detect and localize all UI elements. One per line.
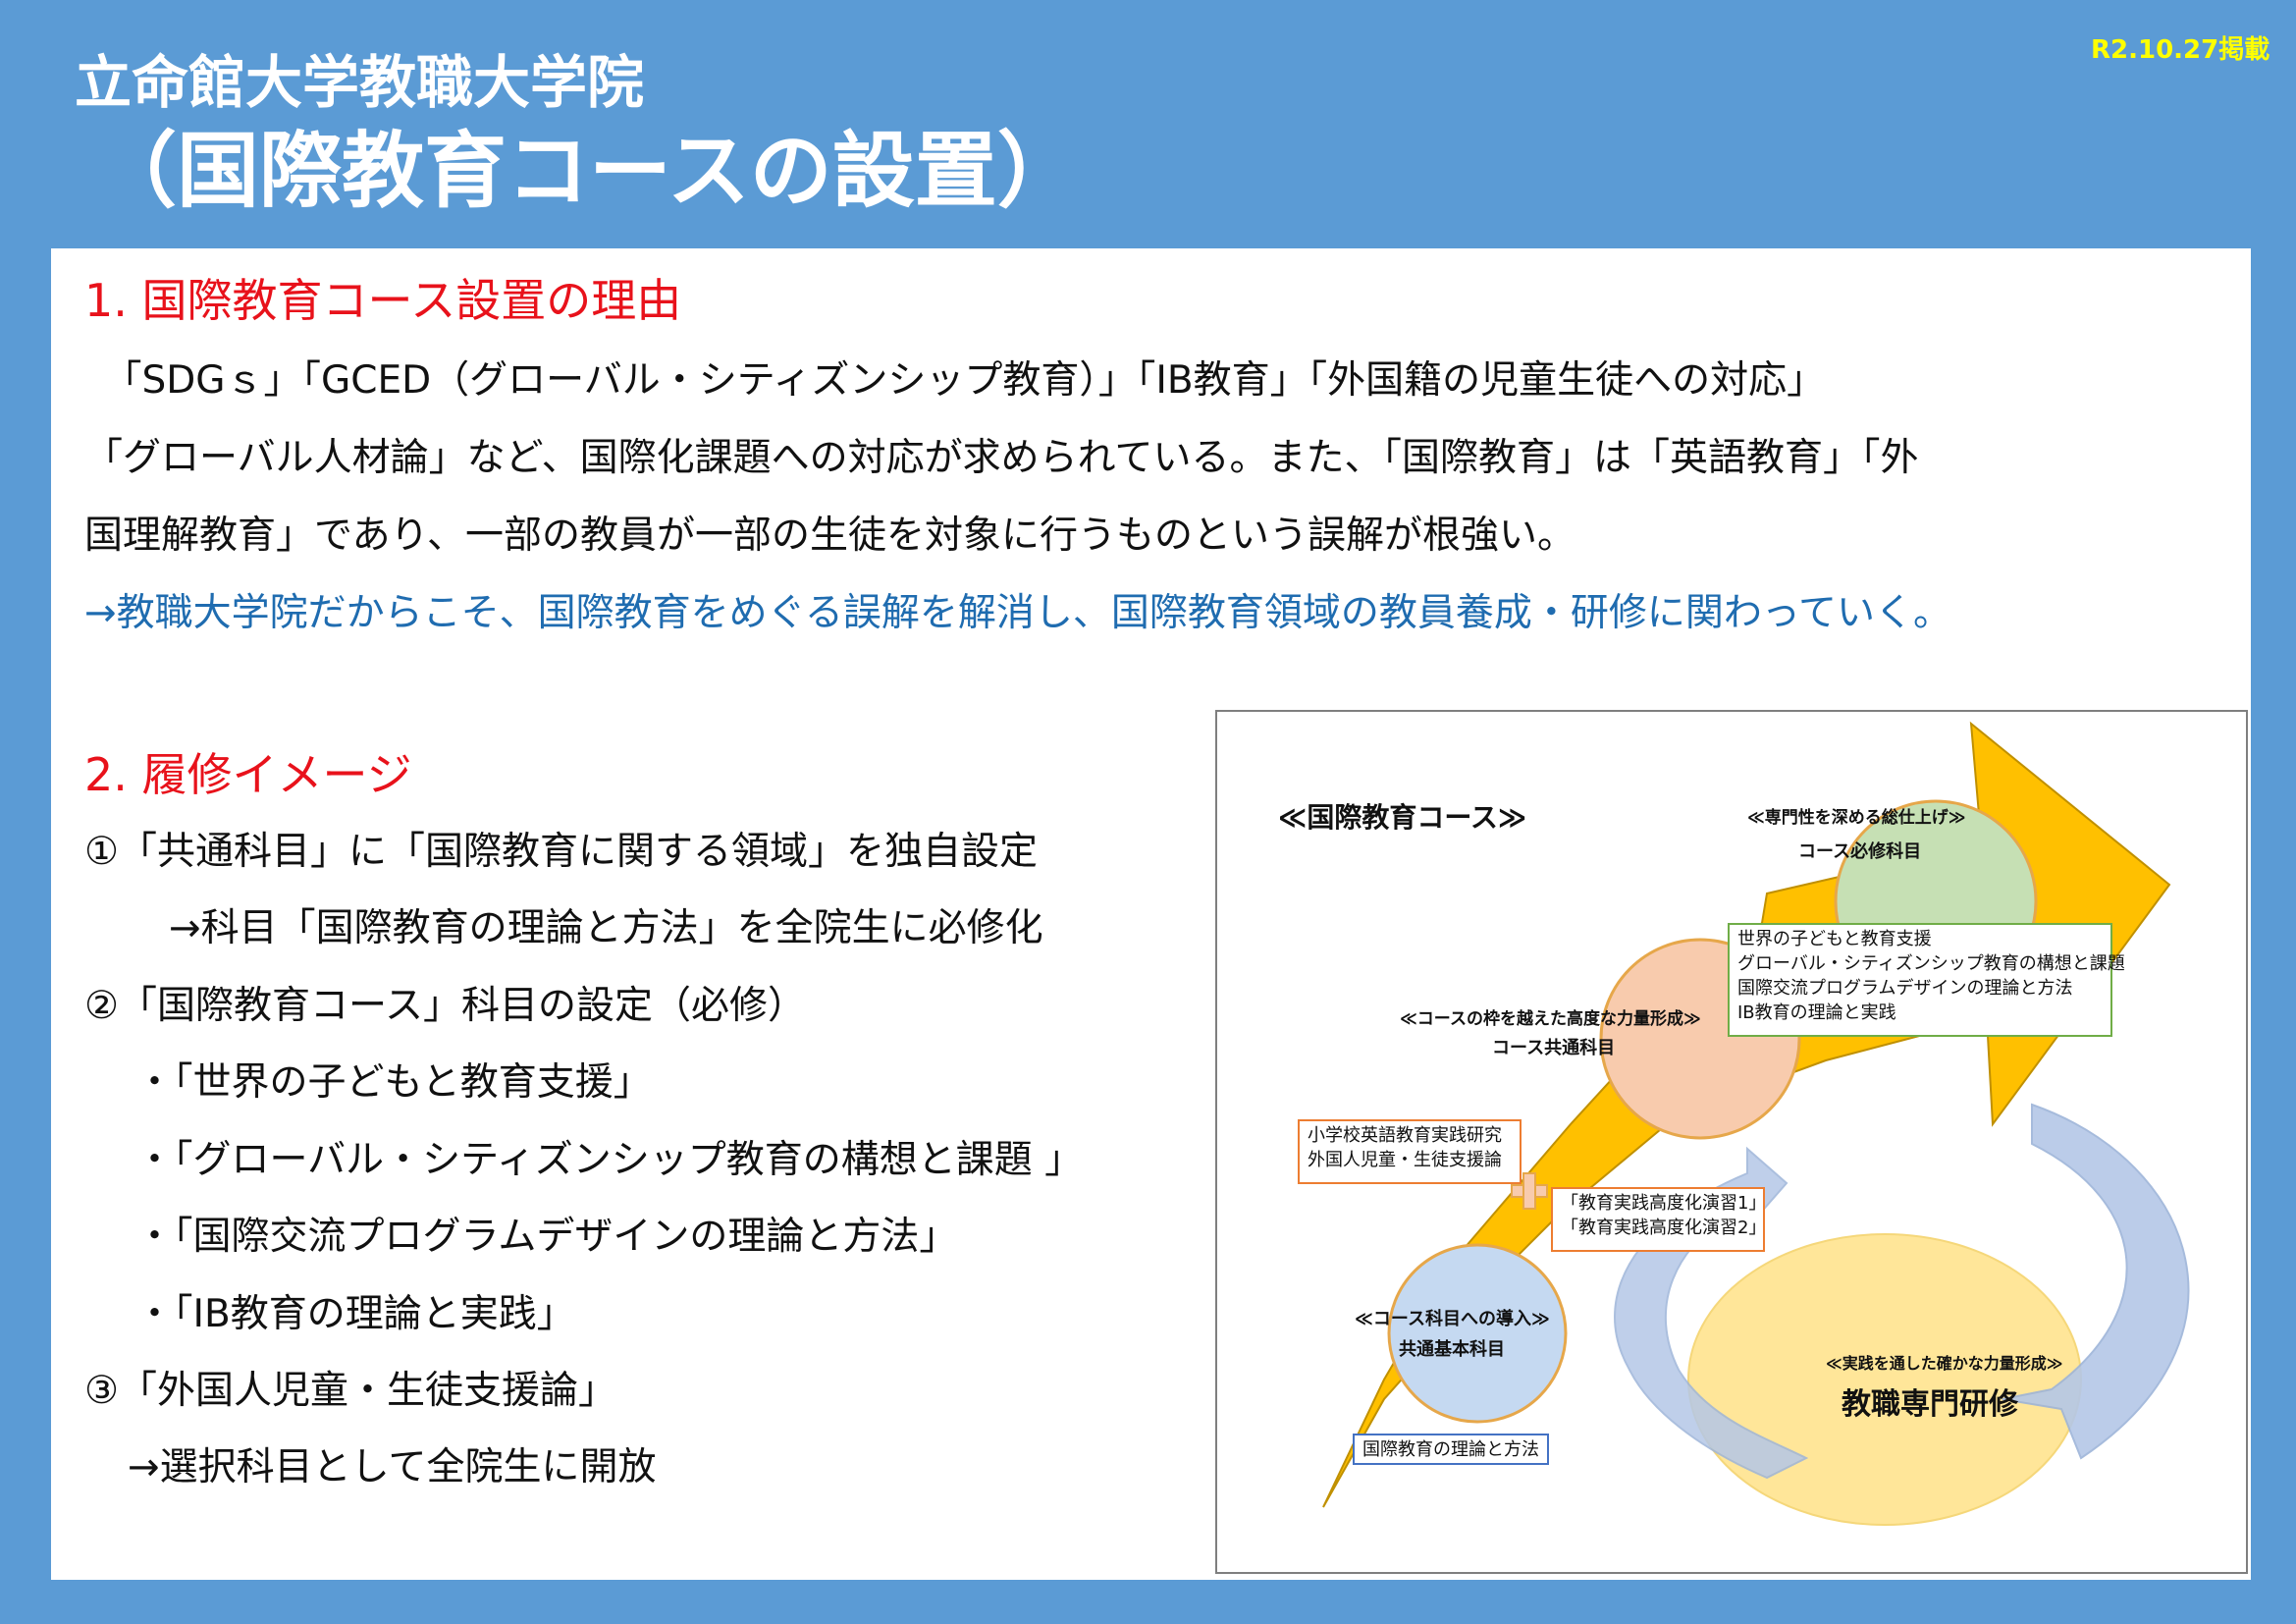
section2-heading: 2. 履修イメージ <box>84 748 412 801</box>
page-title: 立命館大学教職大学院 <box>75 49 645 116</box>
orange-course-2: 外国人児童・生徒支援論 <box>1308 1150 1502 1170</box>
orange-circle-label: コース共通科目 <box>1492 1038 1616 1058</box>
green-course-2: グローバル・シティズンシップ教育の構想と課題 <box>1737 953 2125 974</box>
green-course-4: IB教育の理論と実践 <box>1737 1002 1896 1023</box>
course-subitem-1: ・「世界の子どもと教育支援」 <box>135 1060 652 1105</box>
course-item-1: ①「共通科目」に「国際教育に関する領域」を独自設定 <box>84 830 1038 874</box>
section1-line-3: 国理解教育」であり、一部の教員が一部の生徒を対象に行うものという誤解が根強い。 <box>84 514 1576 558</box>
orange-course-box: 小学校英語教育実践研究 外国人児童・生徒支援論 <box>1298 1119 1522 1184</box>
section1-line-1: 「SDGｓ」「GCED（グローバル・シティズンシップ教育）」「IB教育」「外国籍… <box>84 358 1826 403</box>
green-circle-tag: ≪専門性を深める総仕上げ≫ <box>1747 808 1966 828</box>
course-item-3-note: →選択科目として全院生に開放 <box>128 1445 657 1489</box>
course-subitem-2: ・「グローバル・シティズンシップ教育の構想と課題 」 <box>135 1138 1084 1182</box>
blue-circle <box>1387 1243 1568 1424</box>
orange-circle-tag: ≪コースの枠を越えた高度な力量形成≫ <box>1400 1009 1701 1029</box>
page-subtitle: （国際教育コースの設置） <box>94 123 1080 219</box>
blue-circle-label: 共通基本科目 <box>1399 1339 1505 1360</box>
course-subitem-4: ・「IB教育の理論と実践」 <box>135 1292 575 1336</box>
yellow-oval-tag: ≪実践を通した確かな力量形成≫ <box>1826 1354 2063 1373</box>
course-item-3: ③「外国人児童・生徒支援論」 <box>84 1369 616 1413</box>
green-course-3: 国際交流プログラムデザインの理論と方法 <box>1737 978 2073 999</box>
section1-line-2: 「グローバル人材論」など、国際化課題への対応が求められている。また、「国際教育」… <box>84 436 1919 480</box>
plus-vertical <box>1522 1172 1536 1210</box>
diagram-course-title: ≪国際教育コース≫ <box>1278 801 1527 834</box>
blue-circle-tag: ≪コース科目への導入≫ <box>1355 1309 1550 1329</box>
section1-conclusion: →教職大学院だからこそ、国際教育をめぐる誤解を解消し、国際教育領域の教員養成・研… <box>84 591 1951 635</box>
practice-2: 「教育実践高度化演習2」 <box>1561 1218 1767 1238</box>
practice-box: 「教育実践高度化演習1」 「教育実践高度化演習2」 <box>1551 1187 1767 1252</box>
course-item-2: ②「国際教育コース」科目の設定（必修） <box>84 984 807 1028</box>
green-course-box: 世界の子どもと教育支援 グローバル・シティズンシップ教育の構想と課題 国際交流プ… <box>1728 923 2125 1037</box>
course-structure-diagram: ≪国際教育コース≫ ≪専門性を深める総仕上げ≫ コース必修科目 世界の子どもと教… <box>1215 710 2248 1574</box>
orange-course-1: 小学校英語教育実践研究 <box>1308 1125 1502 1146</box>
yellow-oval-label: 教職専門研修 <box>1842 1387 2018 1422</box>
section1-heading: 1. 国際教育コース設置の理由 <box>84 274 682 327</box>
green-circle-label: コース必修科目 <box>1798 841 1922 862</box>
green-course-1: 世界の子どもと教育支援 <box>1737 929 1932 949</box>
blue-course-1: 国際教育の理論と方法 <box>1362 1439 1539 1460</box>
practice-1: 「教育実践高度化演習1」 <box>1561 1193 1767 1214</box>
cycle-arrow-right <box>2002 1103 2190 1460</box>
course-item-1-note: →科目「国際教育の理論と方法」を全院生に必修化 <box>169 906 1043 950</box>
publication-date: R2.10.27掲載 <box>2091 35 2270 65</box>
course-subitem-3: ・「国際交流プログラムデザインの理論と方法」 <box>135 1215 958 1259</box>
blue-course-box: 国際教育の理論と方法 <box>1353 1434 1549 1465</box>
